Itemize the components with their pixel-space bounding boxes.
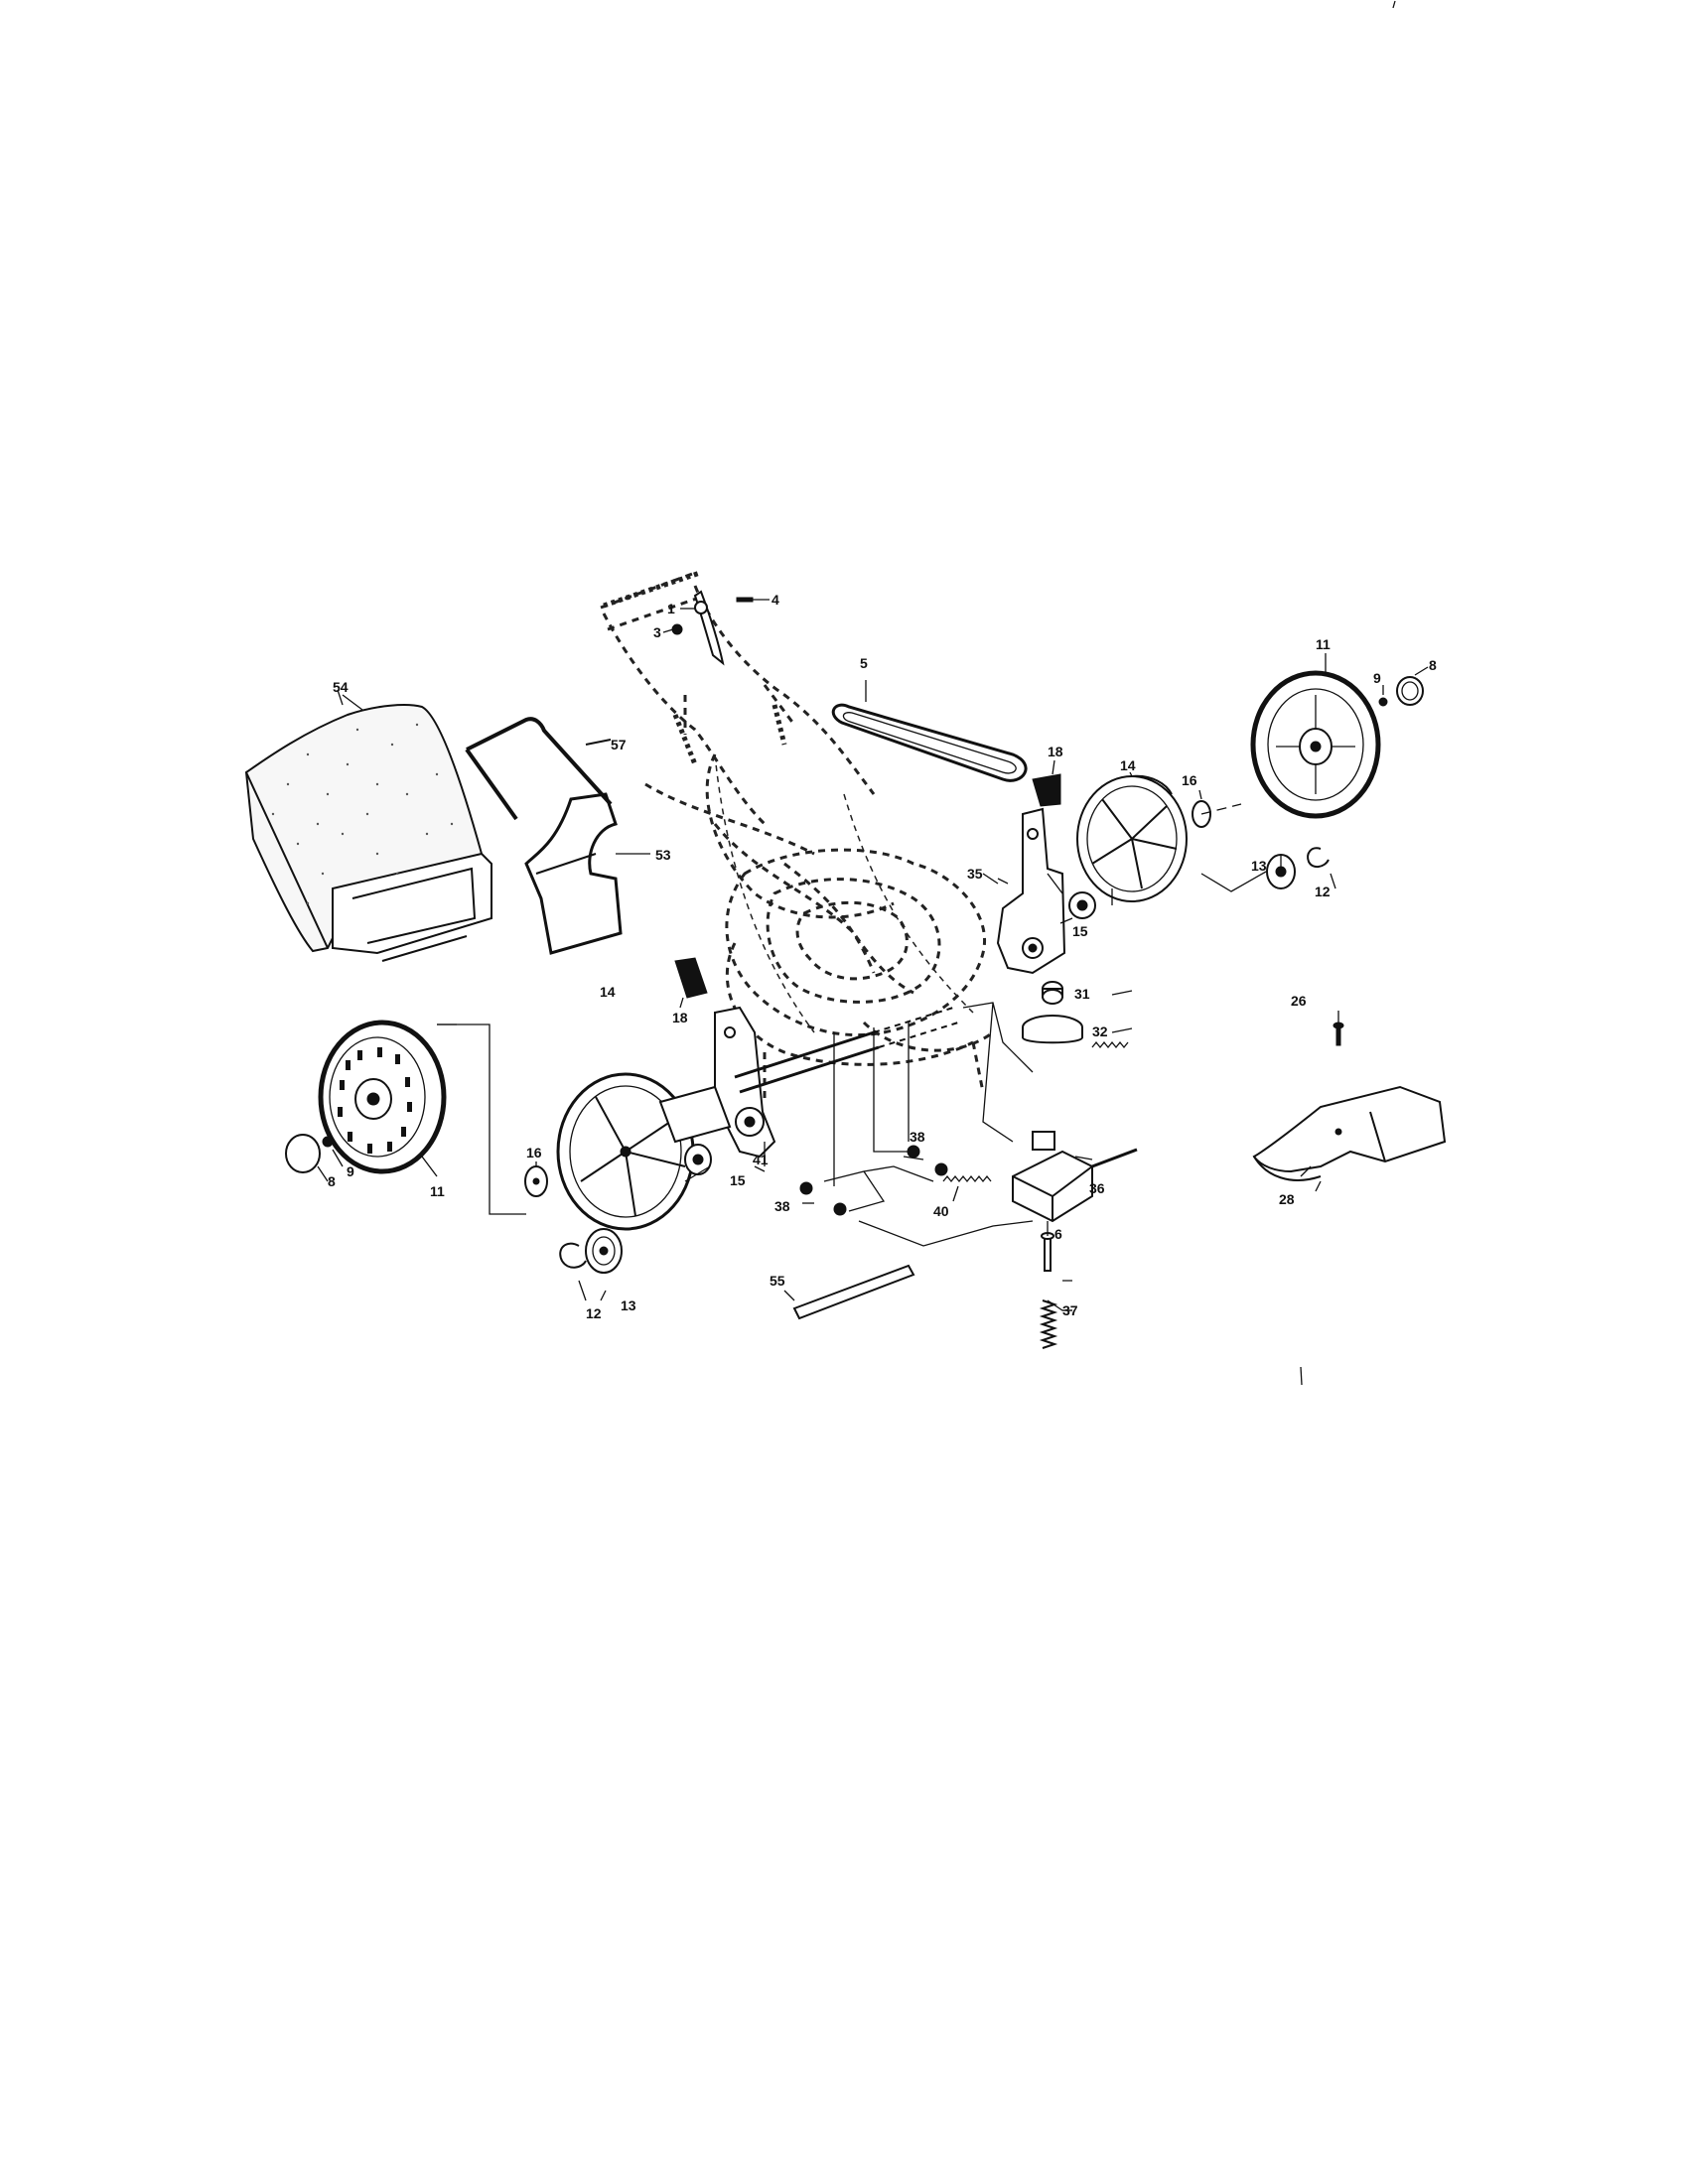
callout-label: 14: [1120, 757, 1136, 773]
callout-label: 14: [600, 984, 616, 1000]
part-cap-right: [1378, 676, 1424, 707]
part-bag-frame-handle: [465, 717, 613, 821]
part-gear-13-left: [559, 1228, 623, 1274]
callout-label: 4: [772, 592, 779, 608]
part-gear-13-right: [1266, 847, 1330, 889]
part-height-adjuster-41: [658, 1006, 959, 1159]
scan-artifacts: [1300, 0, 1396, 1386]
callout-label: 38: [910, 1129, 925, 1145]
part-drive-belt: [831, 680, 1028, 782]
part-gear-15-right: [1068, 891, 1096, 919]
callout-label: 41: [753, 1152, 769, 1167]
part-screw-26: [1333, 1022, 1344, 1046]
part-wheel-hub-14-right: [1076, 774, 1188, 902]
callout-label: 53: [655, 847, 671, 863]
handle-assembly: [600, 570, 974, 1033]
callout-label: 15: [730, 1172, 746, 1188]
callout-label: 12: [586, 1305, 602, 1321]
callout-label: 16: [1182, 772, 1197, 788]
callout-label: 1: [667, 601, 675, 616]
deck-outline: [725, 848, 994, 1102]
callout-label: 38: [774, 1198, 790, 1214]
callout-label: 15: [1072, 923, 1088, 939]
callout-label: 28: [1279, 1191, 1295, 1207]
part-wheel-hub-14-left: [556, 1072, 695, 1231]
leader-lines: [317, 653, 1429, 1311]
part-cap-left: [285, 1134, 334, 1173]
callout-label: 6: [1054, 1226, 1062, 1242]
part-height-adjuster-35: [996, 807, 1066, 975]
callout-label: 55: [770, 1273, 785, 1289]
part-knob-31: [1042, 981, 1063, 1005]
callout-labels: 1 3 4 5 54 57 53 18 18 14 14 16 16 11 11…: [328, 592, 1437, 1321]
part-cover-32: [1022, 1015, 1083, 1044]
part-grass-bag: [244, 694, 492, 962]
callout-label: 18: [672, 1010, 688, 1025]
part-spring-40: [942, 1040, 1129, 1183]
callout-label: 5: [860, 655, 868, 671]
part-washer-16-left: [524, 1165, 548, 1197]
part-bag-frame: [524, 792, 650, 955]
part-rod-55: [792, 1264, 915, 1320]
part-wheel-11-right: [1250, 670, 1381, 819]
callout-label: 9: [1373, 670, 1381, 686]
part-wheel-11-left: [318, 1020, 447, 1174]
callout-label: 8: [328, 1173, 336, 1189]
part-transmission-36: [1012, 1131, 1138, 1223]
callout-label: 40: [933, 1203, 949, 1219]
callout-label: 8: [1429, 657, 1437, 673]
part-nuts-38: [799, 1145, 948, 1216]
part-wheel-cover-18: [674, 773, 1061, 999]
callout-label: 11: [1316, 636, 1331, 652]
callout-label: 57: [611, 737, 627, 752]
callout-label: 54: [333, 679, 349, 695]
callout-label: 13: [1251, 858, 1267, 874]
callout-label: 12: [1315, 884, 1331, 899]
part-spring-37: [1039, 1299, 1058, 1349]
callout-label: 18: [1048, 744, 1063, 759]
callout-label: 36: [1089, 1180, 1105, 1196]
callout-label: 3: [653, 624, 661, 640]
callout-label: 9: [347, 1163, 354, 1179]
callout-label: 16: [526, 1145, 542, 1160]
part-gear-15-left: [684, 1144, 712, 1175]
callout-label: 37: [1062, 1302, 1078, 1318]
callout-label: 11: [430, 1183, 445, 1199]
part-shaft-6: [1041, 1232, 1054, 1272]
callout-label: 35: [967, 866, 983, 882]
callout-label: 26: [1291, 993, 1307, 1009]
callout-label: 31: [1074, 986, 1090, 1002]
part-rear-guard-28: [1252, 1085, 1447, 1181]
callout-label: 13: [621, 1297, 636, 1313]
part-control-lever: [662, 590, 770, 666]
callout-label: 32: [1092, 1024, 1108, 1039]
